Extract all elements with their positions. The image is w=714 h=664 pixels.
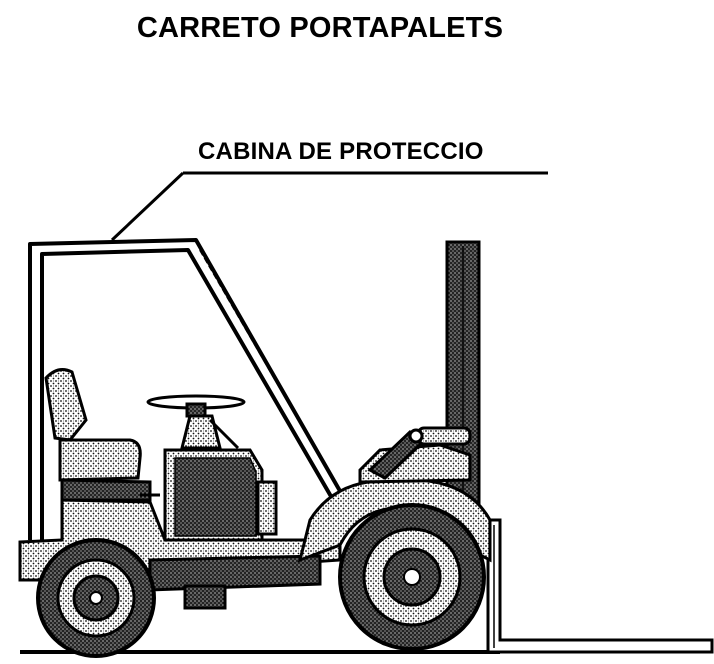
callout-label-cabin: CABINA DE PROTECCIO (198, 138, 484, 165)
protection-cabin (28, 238, 350, 540)
steering-wheel (146, 394, 246, 450)
rear-wheel (36, 538, 156, 658)
front-wheel (338, 503, 486, 651)
tilt-cylinder (367, 426, 472, 480)
forks (486, 518, 714, 654)
diagram-title: CARRETO PORTAPALETS (136, 12, 504, 44)
engine-hood (163, 448, 278, 542)
callout-leader-line (110, 171, 548, 242)
operator-seat (44, 368, 160, 502)
